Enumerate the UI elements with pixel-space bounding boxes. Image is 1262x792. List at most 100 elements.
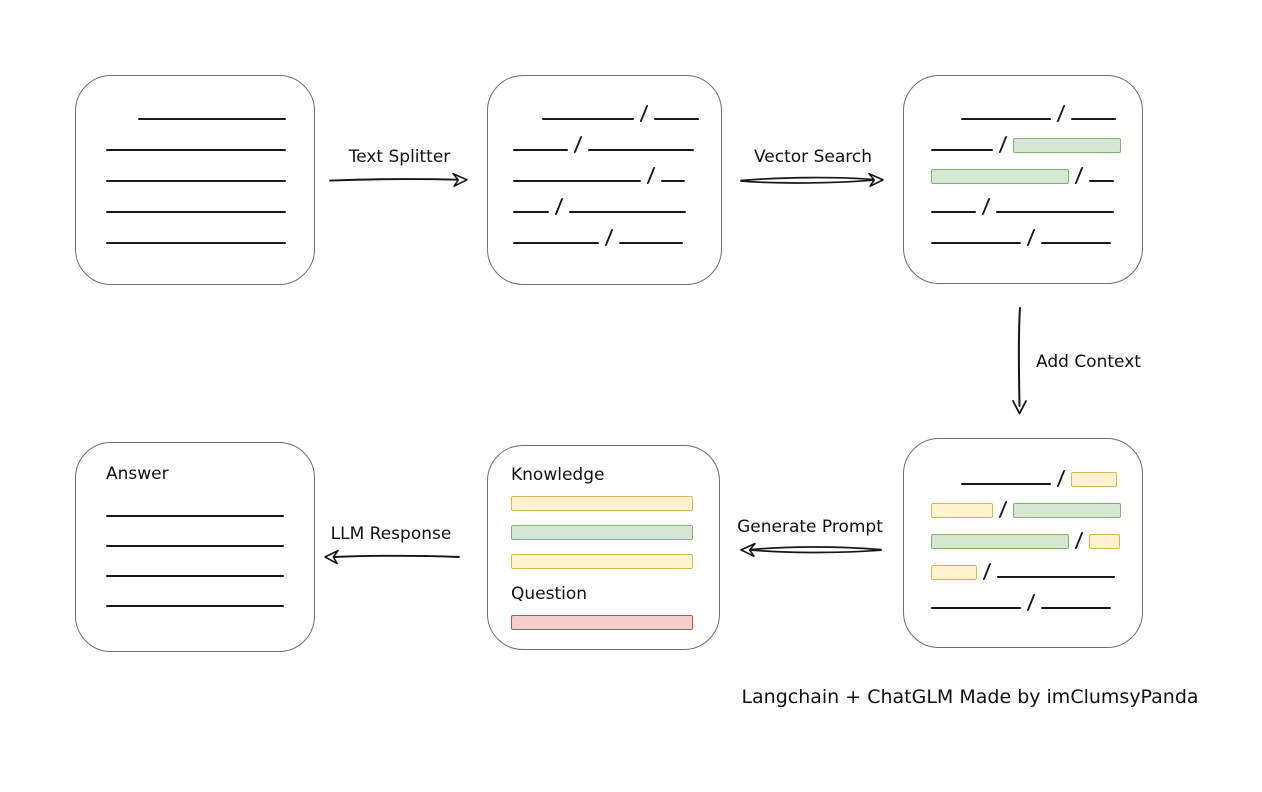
chunk-row bbox=[106, 195, 314, 215]
chunk-row bbox=[542, 102, 721, 122]
text-line bbox=[569, 211, 687, 213]
prompt-box: Knowledge Question bbox=[487, 445, 720, 650]
text-line bbox=[619, 242, 684, 244]
text-line bbox=[513, 242, 599, 244]
chunk-row bbox=[931, 226, 1142, 246]
slash-separator bbox=[573, 136, 583, 153]
text-line bbox=[997, 576, 1116, 578]
slash-separator bbox=[981, 198, 991, 215]
text-line bbox=[513, 149, 568, 151]
context-chunk-rows bbox=[904, 439, 1142, 611]
yellow-highlight-bar bbox=[931, 565, 977, 580]
slash-separator bbox=[1074, 532, 1084, 549]
text-splitter-arrow: Text Splitter bbox=[327, 147, 472, 192]
chunk-row bbox=[513, 195, 721, 215]
text-line bbox=[588, 149, 695, 151]
right-arrow-icon bbox=[740, 172, 884, 187]
chunk-row bbox=[513, 164, 721, 184]
text-line bbox=[106, 515, 284, 517]
split-chunk-rows bbox=[488, 76, 721, 246]
text-line bbox=[961, 118, 1051, 120]
text-line bbox=[106, 211, 286, 213]
answer-lines bbox=[106, 499, 284, 609]
text-line bbox=[106, 605, 284, 607]
text-line bbox=[931, 149, 993, 151]
context-chunks-box bbox=[903, 438, 1143, 648]
text-line bbox=[542, 118, 634, 120]
text-line bbox=[106, 545, 284, 547]
left-arrow-icon bbox=[324, 549, 460, 565]
chunk-row bbox=[106, 133, 314, 153]
yellow-highlight-bar bbox=[511, 554, 693, 569]
chunk-row bbox=[931, 560, 1142, 580]
chunk-row bbox=[511, 615, 693, 630]
text-line bbox=[961, 483, 1051, 485]
source-document-box bbox=[75, 75, 315, 285]
slash-separator bbox=[1026, 229, 1036, 246]
green-highlight-bar bbox=[931, 534, 1069, 549]
chunk-row bbox=[106, 226, 314, 246]
text-splitter-label: Text Splitter bbox=[348, 147, 451, 167]
yellow-highlight-bar bbox=[931, 503, 993, 518]
text-line bbox=[931, 211, 976, 213]
matched-chunk-rows bbox=[904, 76, 1142, 246]
knowledge-label: Knowledge bbox=[511, 465, 605, 485]
generate-prompt-label: Generate Prompt bbox=[737, 517, 883, 537]
document-lines bbox=[76, 76, 314, 246]
green-highlight-bar bbox=[511, 525, 693, 540]
chunk-row bbox=[931, 195, 1142, 215]
caption: Langchain + ChatGLM Made by imClumsyPand… bbox=[741, 686, 1199, 708]
add-context-label: Add Context bbox=[1036, 352, 1141, 372]
chunk-row bbox=[931, 591, 1142, 611]
vector-search-label: Vector Search bbox=[754, 147, 872, 167]
chunk-row bbox=[106, 499, 284, 519]
knowledge-bars bbox=[511, 496, 693, 569]
llm-response-label: LLM Response bbox=[330, 524, 452, 544]
chunk-row bbox=[138, 102, 314, 122]
text-line bbox=[1041, 242, 1112, 244]
chunk-row bbox=[513, 133, 721, 153]
slash-separator bbox=[998, 501, 1008, 518]
question-label: Question bbox=[511, 584, 588, 604]
generate-prompt-arrow: Generate Prompt bbox=[735, 517, 885, 562]
text-line bbox=[1089, 180, 1115, 182]
chunk-row bbox=[931, 529, 1142, 549]
text-line bbox=[654, 118, 700, 120]
text-line bbox=[106, 575, 284, 577]
answer-box: Answer bbox=[75, 442, 315, 652]
slash-separator bbox=[1026, 594, 1036, 611]
llm-response-arrow: LLM Response bbox=[320, 524, 462, 569]
chunk-row bbox=[961, 467, 1142, 487]
text-line bbox=[513, 180, 641, 182]
slash-separator bbox=[1056, 105, 1066, 122]
text-line bbox=[931, 242, 1021, 244]
right-arrow-icon bbox=[329, 172, 468, 187]
slash-separator bbox=[646, 167, 656, 184]
chunk-row bbox=[931, 498, 1142, 518]
chunk-row bbox=[106, 559, 284, 579]
slash-separator bbox=[982, 563, 992, 580]
slash-separator bbox=[998, 136, 1008, 153]
text-line bbox=[1041, 607, 1112, 609]
text-line bbox=[106, 180, 286, 182]
chunk-row bbox=[106, 529, 284, 549]
slash-separator bbox=[604, 229, 614, 246]
yellow-highlight-bar bbox=[511, 496, 693, 511]
text-line bbox=[106, 149, 286, 151]
down-arrow-icon bbox=[1012, 307, 1027, 415]
text-line bbox=[661, 180, 686, 182]
green-highlight-bar bbox=[1013, 503, 1122, 518]
matched-chunks-box bbox=[903, 75, 1143, 284]
text-line bbox=[138, 118, 286, 120]
green-highlight-bar bbox=[931, 169, 1069, 184]
left-arrow-icon bbox=[740, 542, 882, 557]
text-line bbox=[996, 211, 1115, 213]
chunk-row bbox=[961, 102, 1142, 122]
chunk-row bbox=[106, 164, 314, 184]
text-line bbox=[513, 211, 549, 213]
vector-search-arrow: Vector Search bbox=[738, 147, 888, 192]
chunk-row bbox=[511, 496, 693, 511]
yellow-highlight-bar bbox=[1071, 472, 1118, 487]
chunk-row bbox=[106, 589, 284, 609]
question-bar bbox=[511, 615, 693, 630]
